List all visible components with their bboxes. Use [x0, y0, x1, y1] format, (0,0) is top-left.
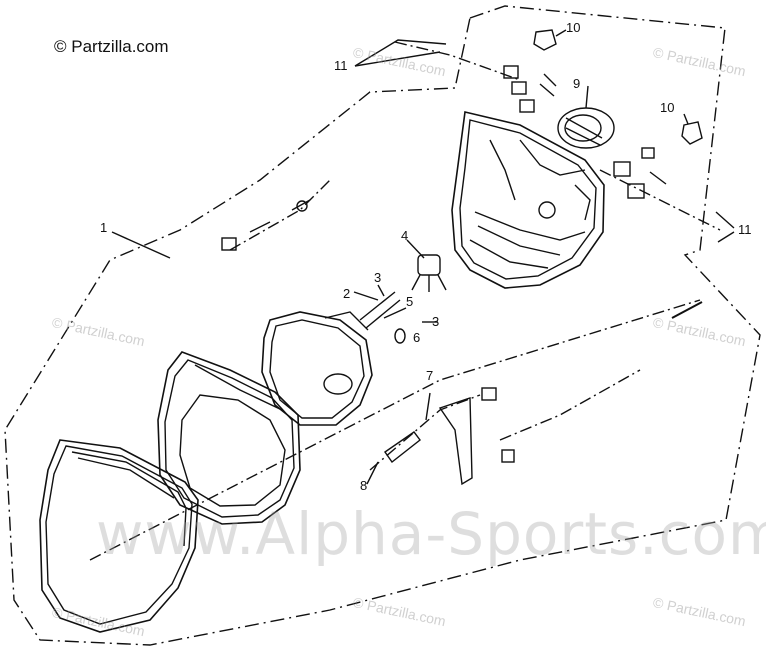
- clip-a: [481, 387, 497, 401]
- bulb-10-right: [681, 121, 703, 145]
- reflector-bezel: [157, 351, 301, 525]
- washer-6: [394, 328, 406, 344]
- callout-10: 10: [566, 20, 581, 35]
- callout-9: 9: [573, 76, 581, 91]
- callout-10: 10: [660, 100, 675, 115]
- callout-1: 1: [100, 220, 108, 235]
- inner-lens-ring: [261, 311, 373, 426]
- assembly-boundary: [4, 5, 761, 646]
- screw-top-left: [249, 199, 311, 233]
- callout-3: 3: [432, 314, 440, 329]
- wire-8: [384, 431, 421, 464]
- spring-5: [359, 291, 401, 329]
- clip-b: [501, 449, 515, 463]
- headlight-housing: [451, 111, 605, 289]
- callout-11: 11: [334, 58, 348, 73]
- site-watermark: www.Alpha-Sports.com: [96, 500, 766, 568]
- callout-2: 2: [343, 286, 351, 301]
- copyright-notice: © Partzilla.com: [54, 37, 169, 56]
- bulb-4: [411, 254, 447, 292]
- bracket: [438, 397, 473, 486]
- connector-group-right: [613, 147, 667, 199]
- socket-9: [557, 107, 615, 149]
- callout-11: 11: [738, 222, 752, 237]
- callout-3: 3: [374, 270, 382, 285]
- socket-left: [221, 237, 237, 251]
- callout-4: 4: [401, 228, 409, 243]
- callout-5: 5: [406, 294, 414, 309]
- front-lens-cover: [39, 439, 199, 633]
- connector-group-top: [503, 65, 557, 113]
- callout-7: 7: [426, 368, 434, 383]
- callout-8: 8: [360, 478, 368, 493]
- bulb-10-top: [533, 29, 557, 51]
- adjuster-bolt: [671, 301, 703, 319]
- callout-6: 6: [413, 330, 421, 345]
